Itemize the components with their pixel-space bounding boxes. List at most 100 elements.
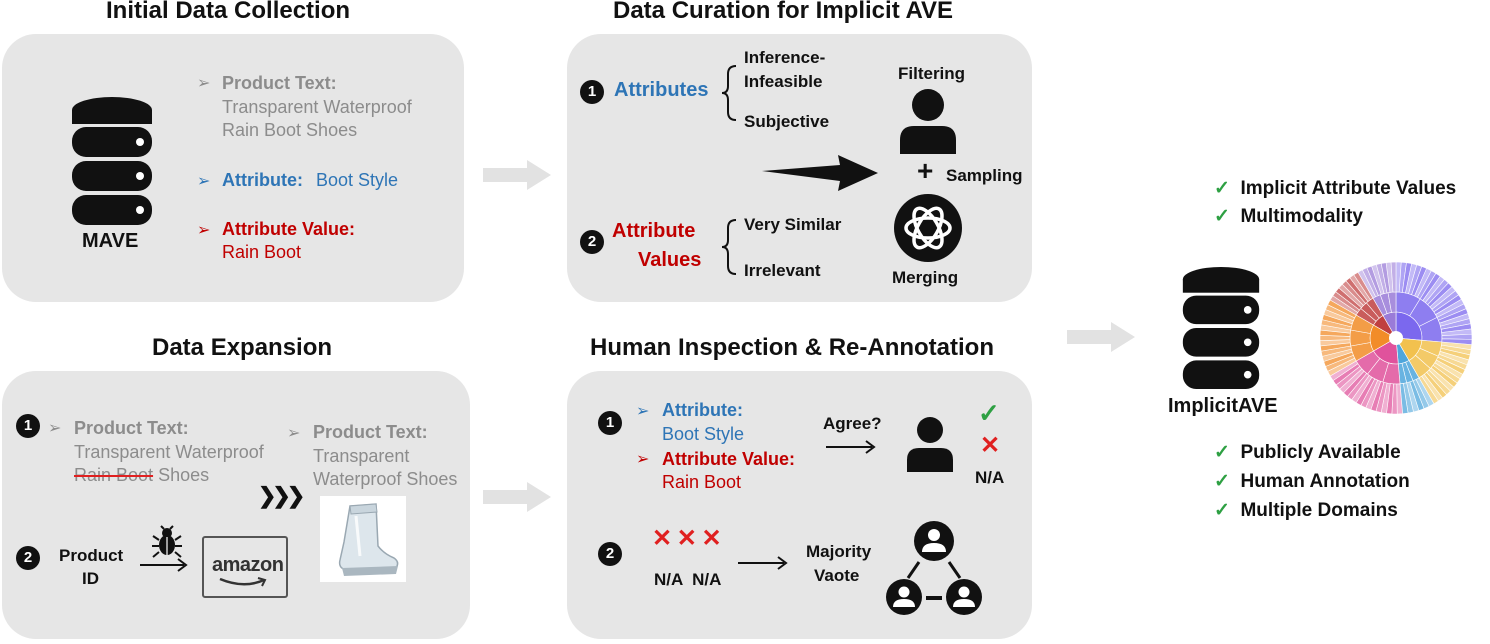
step-2-badge: 2 bbox=[580, 230, 604, 254]
database-icon bbox=[72, 97, 152, 225]
step-2-badge: 2 bbox=[598, 542, 622, 566]
brace-icon bbox=[721, 65, 737, 121]
product-text-label: Product Text: bbox=[222, 73, 337, 93]
sunburst-segment bbox=[1320, 342, 1352, 352]
agree-label: Agree? bbox=[823, 414, 882, 433]
chevrons-icon: ❯❯❯ bbox=[258, 483, 305, 508]
sunburst-segment bbox=[1386, 383, 1394, 415]
amazon-smile-icon bbox=[219, 577, 267, 587]
attribute-value: Boot Style bbox=[316, 170, 399, 190]
bottom-features: ✓ Publicly Available ✓ Human Annotation … bbox=[1214, 438, 1410, 525]
attr-value-value: Rain Boot bbox=[222, 242, 302, 262]
exp-product-text-label: Product Text: bbox=[74, 418, 189, 438]
sunburst-segment bbox=[1409, 380, 1425, 411]
bullet-icon: ➢ bbox=[197, 75, 211, 92]
check-icon: ✓ bbox=[1214, 471, 1230, 492]
check-icon: ✓ bbox=[1214, 206, 1230, 227]
plus-label: + bbox=[917, 155, 934, 186]
sunburst-chart bbox=[1319, 261, 1473, 415]
sunburst-segment bbox=[1329, 360, 1359, 381]
bullet-icon: ➢ bbox=[48, 420, 62, 437]
sunburst-segment bbox=[1411, 266, 1428, 297]
sunburst-segment bbox=[1423, 371, 1448, 399]
feature-item: ✓ Implicit Attribute Values bbox=[1214, 175, 1456, 203]
implicitave-label: ImplicitAVE bbox=[1168, 395, 1278, 417]
insp-attribute-label: Attribute: bbox=[662, 400, 743, 420]
sunburst-segment bbox=[1370, 381, 1385, 412]
bullet-icon: ➢ bbox=[197, 222, 211, 239]
product-id-l1: Product bbox=[59, 546, 124, 565]
exp-product-text2-line1: Transparent bbox=[313, 446, 410, 466]
attr-values-l1: Attribute bbox=[612, 220, 696, 242]
bullet-icon: ➢ bbox=[636, 403, 650, 420]
exp-product-text2-label: Product Text: bbox=[313, 422, 428, 442]
database-icon bbox=[1182, 266, 1260, 390]
merging-label: Merging bbox=[892, 268, 959, 287]
expansion-title: Data Expansion bbox=[152, 334, 333, 361]
arrow-icon bbox=[738, 556, 788, 570]
check-icon: ✓ bbox=[1214, 178, 1230, 199]
step-1-badge: 1 bbox=[598, 411, 622, 435]
feature-label: Human Annotation bbox=[1240, 471, 1410, 492]
insp-attr-value-label: Attribute Value: bbox=[662, 449, 796, 469]
amazon-logo: amazon bbox=[202, 536, 288, 598]
sunburst-segment bbox=[1332, 363, 1361, 386]
sunburst-segment bbox=[1419, 272, 1441, 302]
arrow-icon bbox=[140, 558, 188, 572]
curation-title: Data Curation for Implicit AVE bbox=[613, 0, 954, 24]
sunburst-segment bbox=[1427, 282, 1453, 308]
arrow-icon bbox=[1067, 322, 1135, 352]
feature-label: Multiple Domains bbox=[1240, 500, 1398, 521]
struck-text: Rain Boot bbox=[74, 465, 154, 485]
step-1-badge: 1 bbox=[580, 80, 604, 104]
bullet-icon: ➢ bbox=[287, 425, 301, 442]
crosses-icon: ✕ ✕ ✕ bbox=[652, 525, 722, 552]
sunburst-segment bbox=[1438, 308, 1469, 324]
sunburst-segment bbox=[1401, 262, 1412, 294]
sunburst-segment bbox=[1430, 364, 1458, 388]
sunburst-segment bbox=[1399, 383, 1409, 415]
product-text-line2: Rain Boot Shoes bbox=[222, 120, 358, 140]
bullet-icon: ➢ bbox=[636, 451, 650, 468]
top-features: ✓ Implicit Attribute Values ✓ Multimodal… bbox=[1214, 175, 1456, 231]
openai-icon bbox=[894, 194, 962, 262]
sunburst-segment bbox=[1418, 375, 1439, 405]
sunburst-segment bbox=[1353, 271, 1374, 301]
majority-l1: Majority bbox=[806, 542, 872, 561]
arrow-icon bbox=[762, 155, 878, 191]
person-icon bbox=[900, 89, 956, 154]
curation-panel bbox=[567, 34, 1032, 302]
exp-product-text-line1: Transparent Waterproof bbox=[74, 442, 264, 462]
sunburst-segment bbox=[1390, 261, 1397, 293]
sunburst-segment bbox=[1380, 262, 1391, 294]
inference-infeasible-l1: Inference- bbox=[744, 48, 826, 67]
check-icon: ✓ bbox=[1214, 442, 1230, 463]
sampling-label: Sampling bbox=[946, 166, 1023, 185]
feature-label: Multimodality bbox=[1240, 206, 1363, 227]
sunburst-segment bbox=[1435, 356, 1466, 375]
group-icon bbox=[886, 521, 982, 615]
step-1-badge: 1 bbox=[16, 414, 40, 438]
boot-image bbox=[320, 496, 406, 582]
sunburst-segment bbox=[1439, 347, 1471, 361]
sunburst-segment bbox=[1319, 329, 1351, 337]
sunburst-segment bbox=[1327, 299, 1357, 319]
attribute-label: Attribute: bbox=[222, 170, 303, 190]
arrow-icon bbox=[483, 482, 551, 512]
feature-label: Publicly Available bbox=[1240, 442, 1401, 463]
sunburst-segment bbox=[1366, 265, 1382, 296]
sunburst-segment bbox=[1343, 370, 1368, 397]
attributes-label: Attributes bbox=[614, 79, 709, 101]
insp-attr-value-value: Rain Boot bbox=[662, 472, 742, 492]
inference-infeasible-l2: Infeasible bbox=[744, 72, 823, 91]
na-pair-label: N/A N/A bbox=[654, 570, 722, 589]
sunburst-segment bbox=[1440, 323, 1472, 333]
feature-item: ✓ Publicly Available bbox=[1214, 438, 1410, 467]
step-2-badge: 2 bbox=[16, 546, 40, 570]
irrelevant-label: Irrelevant bbox=[744, 261, 821, 280]
bug-icon bbox=[152, 525, 182, 558]
sunburst-segment bbox=[1441, 338, 1473, 345]
feature-item: ✓ Multiple Domains bbox=[1214, 496, 1410, 525]
check-icon: ✓ bbox=[978, 398, 1000, 428]
na-label: N/A bbox=[975, 468, 1005, 487]
